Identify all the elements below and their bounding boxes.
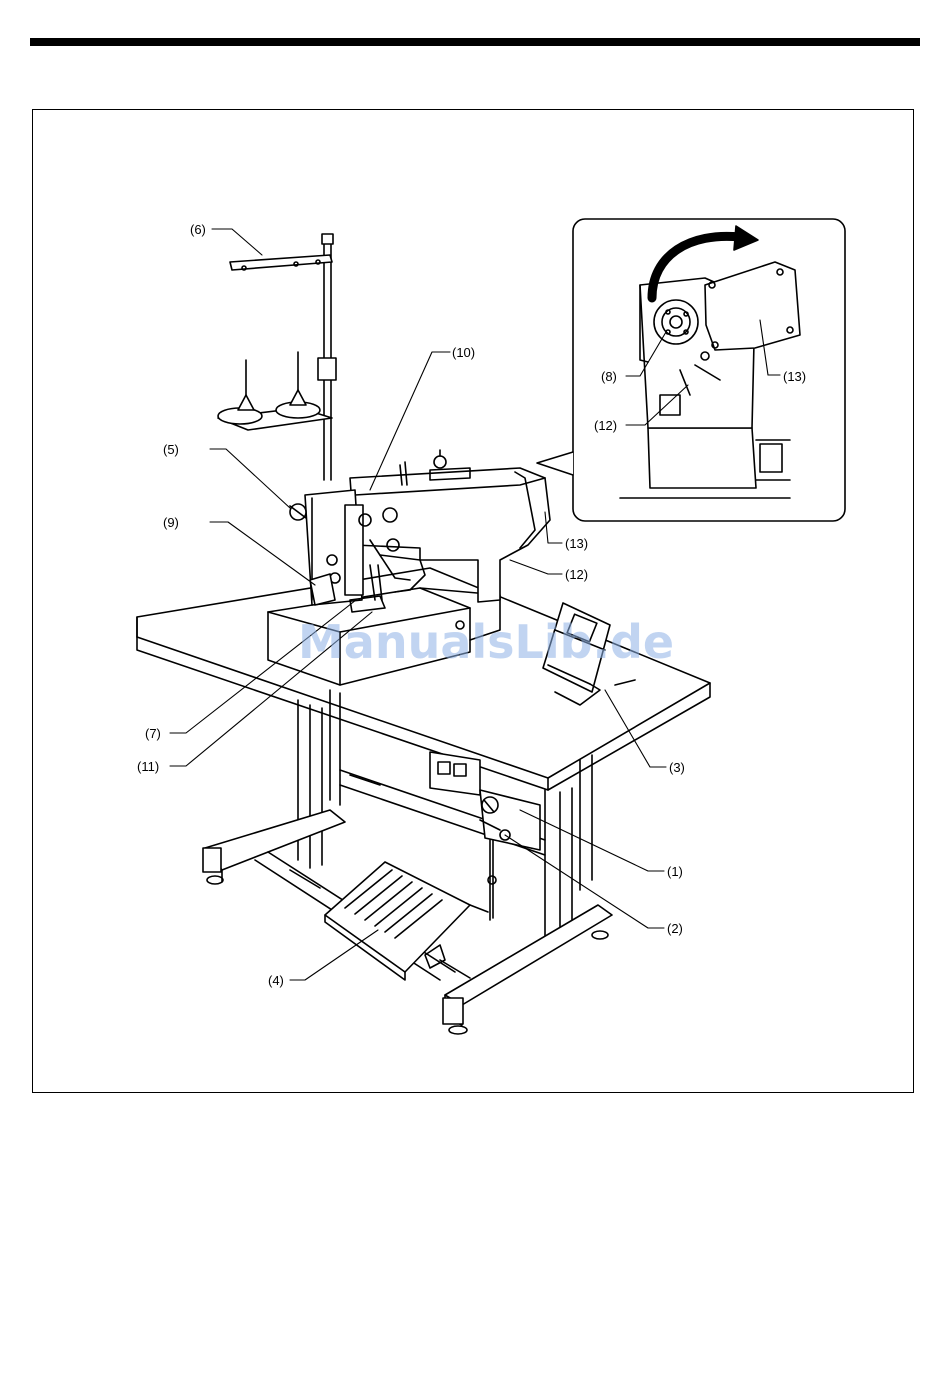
inset-label-13: (13): [783, 369, 806, 384]
motor-unit: [480, 790, 540, 850]
label-2: (2): [667, 921, 683, 936]
label-6: (6): [190, 222, 206, 237]
label-11: (11): [137, 759, 159, 774]
label-7: (7): [145, 726, 161, 741]
inset-label-8: (8): [601, 369, 617, 384]
label-3: (3): [669, 760, 685, 775]
label-13: (13): [565, 536, 588, 551]
power-switch-box: [430, 752, 480, 795]
watermark: ManualsLib.de: [298, 615, 674, 669]
pedal: [325, 840, 496, 980]
label-1: (1): [667, 864, 683, 879]
label-12: (12): [565, 567, 588, 582]
label-10: (10): [452, 345, 475, 360]
inset-label-12: (12): [594, 418, 617, 433]
thread-stand: [218, 234, 336, 480]
label-4: (4): [268, 973, 284, 988]
label-5: (5): [163, 442, 179, 457]
label-9: (9): [163, 515, 179, 530]
